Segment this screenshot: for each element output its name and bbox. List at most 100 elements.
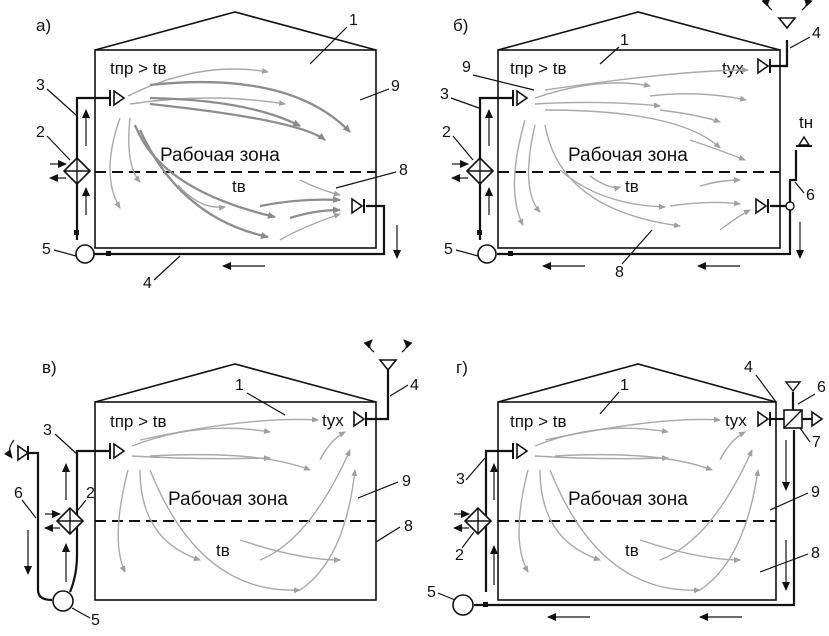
panel-d-supply-temp: tпр > tв bbox=[510, 412, 567, 431]
panel-d-callout-1: 1 bbox=[620, 377, 629, 394]
panel-c-supply-duct bbox=[68, 449, 110, 593]
panel-c-fan-icon bbox=[52, 590, 74, 612]
panel-a-airflow bbox=[109, 68, 351, 241]
panel-b-supply-temp: tпр > tв bbox=[510, 59, 567, 78]
panel-b-mixing-node-icon bbox=[785, 201, 795, 211]
panel-b-callout-3: 3 bbox=[440, 86, 449, 103]
panel-a-room-temp: tв bbox=[232, 177, 246, 196]
panel-d-exhaust-grille-icon bbox=[757, 410, 770, 428]
panel-a-fan-icon bbox=[75, 244, 95, 264]
panel-c-callout-6: 6 bbox=[14, 485, 23, 502]
panel-d-supply-duct bbox=[484, 449, 513, 592]
panel-c-callout-9: 9 bbox=[402, 473, 411, 490]
panel-b-exhaust-grille-icon bbox=[757, 57, 770, 75]
panel-c-callout-3: 3 bbox=[43, 422, 52, 439]
panel-d-work-zone-label: Рабочая зона bbox=[568, 489, 688, 510]
panel-a-return-duct bbox=[94, 204, 386, 256]
panel-d-supply-nozzle-icon bbox=[516, 442, 529, 460]
panel-b-callout-9: 9 bbox=[462, 59, 471, 76]
panel-c-airflow bbox=[117, 416, 358, 594]
panel-c-room-temp: tв bbox=[216, 541, 230, 560]
panel-a-callout-1: 1 bbox=[349, 12, 358, 29]
panel-c-callout-5: 5 bbox=[91, 612, 100, 629]
panel-b-callout-5: 5 bbox=[444, 241, 453, 258]
panel-b-exhaust-duct bbox=[784, 40, 789, 68]
panel-c-roof-fan-icon bbox=[378, 359, 398, 372]
panel-d-intake-grille-icon bbox=[784, 381, 802, 393]
panel-d-callout-9: 9 bbox=[811, 484, 820, 501]
panel-d-callout-7: 7 bbox=[812, 434, 821, 451]
panel-d-fan-icon bbox=[452, 594, 474, 616]
panel-d-recirc-duct bbox=[474, 430, 796, 607]
panel-a-supply-temp: tпр > tв bbox=[110, 59, 167, 78]
panel-d-callout-5: 5 bbox=[427, 584, 436, 601]
panel-a-callout-4: 4 bbox=[143, 275, 152, 292]
panel-a: а) tпр > tв Рабочая зона tв bbox=[36, 11, 408, 292]
panel-a-exhaust-grille-icon bbox=[351, 197, 364, 215]
panel-c-exhaust-temp: tух bbox=[322, 411, 344, 430]
panel-b-recirc-grille-icon bbox=[755, 197, 768, 215]
panel-c-callout-4: 4 bbox=[410, 377, 419, 394]
panel-c: в) tпр > tв Рабочая зона tв tух bbox=[4, 339, 419, 629]
panel-b-supply-duct bbox=[478, 96, 513, 240]
panel-b-callout-4: 4 bbox=[812, 25, 821, 42]
panel-c-exhaust-duct bbox=[366, 370, 390, 421]
panel-c-room bbox=[94, 401, 377, 601]
panel-b-supply-nozzle-icon bbox=[516, 89, 529, 107]
panel-b-letter: б) bbox=[453, 16, 468, 35]
panel-c-callout-2: 2 bbox=[86, 485, 95, 502]
panel-b-exhaust-temp: tух bbox=[722, 59, 744, 78]
panel-c-intake-grille-icon bbox=[17, 444, 30, 462]
panel-c-callout-1: 1 bbox=[235, 377, 244, 394]
panel-b-work-zone-label: Рабочая зона bbox=[568, 145, 688, 166]
panel-a-work-zone-label: Рабочая зона bbox=[160, 145, 280, 166]
panel-b: б) tпр > tв Рабочая зона tв tух tн bbox=[440, 0, 821, 281]
panel-a-letter: а) bbox=[36, 16, 51, 35]
panel-c-intake-duct bbox=[28, 451, 53, 602]
panel-a-callout-9: 9 bbox=[391, 78, 400, 95]
panel-a-callout-3: 3 bbox=[36, 77, 45, 94]
panel-c-exhaust-grille-icon bbox=[353, 410, 366, 428]
panel-b-roof bbox=[497, 11, 781, 51]
panel-b-callout-1: 1 bbox=[620, 32, 629, 49]
panel-b-recirc-duct bbox=[497, 204, 792, 256]
panel-a-callout-8: 8 bbox=[399, 162, 408, 179]
panel-d-roof bbox=[497, 363, 777, 403]
panel-b-room bbox=[497, 49, 781, 249]
panel-b-outdoor-temp: tн bbox=[799, 113, 813, 132]
panel-c-letter: в) bbox=[42, 358, 57, 377]
panel-d-letter: г) bbox=[456, 358, 468, 377]
panel-d-room-temp: tв bbox=[625, 541, 639, 560]
panel-b-callout-6: 6 bbox=[806, 187, 815, 204]
panel-a-callout-5: 5 bbox=[42, 241, 51, 258]
panel-c-supply-nozzle-icon bbox=[113, 442, 126, 460]
panel-a-roof bbox=[94, 11, 377, 51]
panel-a-callout-2: 2 bbox=[36, 124, 45, 141]
panel-b-airflow bbox=[513, 67, 751, 231]
panel-c-roof bbox=[94, 363, 377, 403]
panel-d-airflow bbox=[518, 416, 761, 594]
panel-d-callout-3: 3 bbox=[456, 471, 465, 488]
panel-b-fan-icon bbox=[477, 244, 497, 264]
panel-c-work-zone-label: Рабочая зона bbox=[168, 489, 288, 510]
panel-d-outlet-icon bbox=[811, 410, 824, 428]
panel-d-callout-2: 2 bbox=[455, 547, 464, 564]
panel-d-callout-4: 4 bbox=[744, 359, 753, 376]
panel-c-supply-temp: tпр > tв bbox=[110, 412, 167, 431]
panel-b-outdoor-duct bbox=[788, 150, 798, 206]
panel-c-callout-8: 8 bbox=[404, 518, 413, 535]
panel-a-supply-duct bbox=[75, 96, 110, 240]
panel-d-callout-8: 8 bbox=[811, 545, 820, 562]
panel-b-room-temp: tв bbox=[625, 177, 639, 196]
panel-a-room bbox=[94, 49, 377, 249]
panel-d-callout-6: 6 bbox=[817, 379, 826, 396]
panel-b-callout-2: 2 bbox=[442, 124, 451, 141]
panel-b-callout-8: 8 bbox=[615, 264, 624, 281]
panel-d: г) tпр > tв Рабочая зона tв tух bbox=[427, 358, 826, 621]
panel-d-room bbox=[497, 401, 777, 601]
panel-b-intake-grille-icon bbox=[797, 135, 811, 146]
panel-d-exhaust-temp: tух bbox=[725, 411, 747, 430]
panel-b-roof-fan-icon bbox=[777, 17, 797, 30]
